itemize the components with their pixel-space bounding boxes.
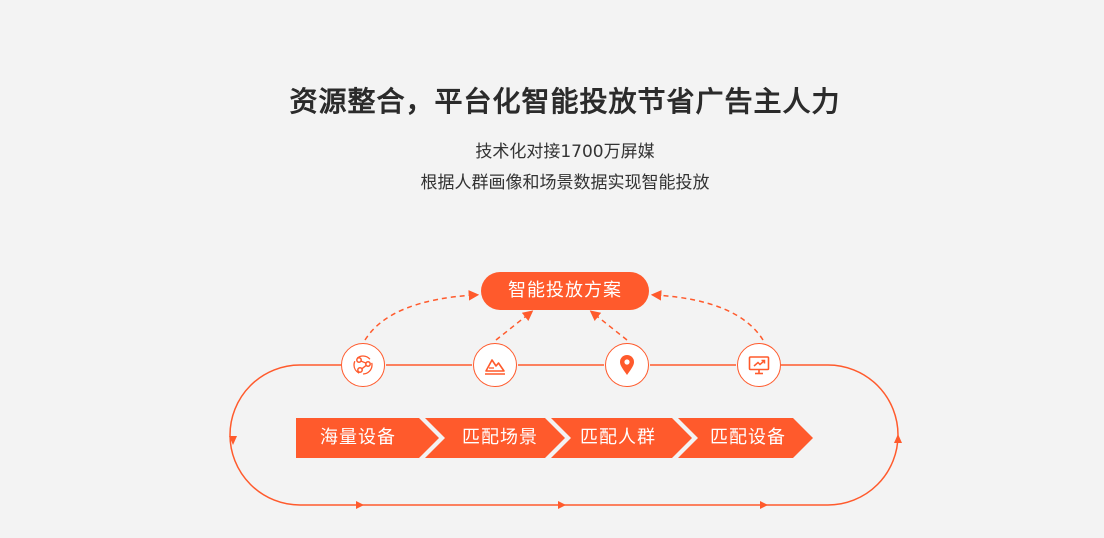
- location-pin-icon: [620, 355, 634, 375]
- step-label-4: 匹配设备: [710, 427, 786, 448]
- step-label-1: 海量设备: [320, 427, 396, 448]
- share-network-icon: [353, 355, 373, 375]
- node-scene: [473, 343, 517, 387]
- step-banner-3: [551, 418, 692, 458]
- subtitle-line-1: 技术化对接1700万屏媒: [475, 142, 655, 162]
- node-location: [605, 343, 649, 387]
- monitor-chart-icon: [748, 356, 770, 375]
- loop-arrow-left: [229, 436, 237, 445]
- loop-arrow-bottom-3: [760, 501, 768, 509]
- dashed-connector-4: [650, 290, 764, 341]
- center-solution-pill: 智能投放方案: [481, 272, 649, 310]
- step-banner-4: [678, 418, 813, 458]
- loop-arrow-bottom-1: [356, 501, 364, 509]
- mountain-scene-icon: [485, 359, 505, 375]
- node-screen: [737, 343, 781, 387]
- step-label-2: 匹配场景: [462, 427, 538, 448]
- loop-arrow-bottom-2: [558, 501, 566, 509]
- step-banner-2: [425, 418, 565, 458]
- dashed-connector-1: [364, 290, 480, 341]
- subtitle-line-2: 根据人群画像和场景数据实现智能投放: [420, 173, 710, 193]
- loop-arrow-right: [894, 434, 902, 443]
- dashed-connector-3: [589, 310, 628, 341]
- dashed-connector-2: [495, 310, 534, 341]
- step-label-3: 匹配人群: [580, 427, 656, 448]
- node-share: [341, 343, 385, 387]
- step-banner-1: [296, 418, 439, 458]
- page-title: 资源整合，平台化智能投放节省广告主人力: [289, 85, 841, 118]
